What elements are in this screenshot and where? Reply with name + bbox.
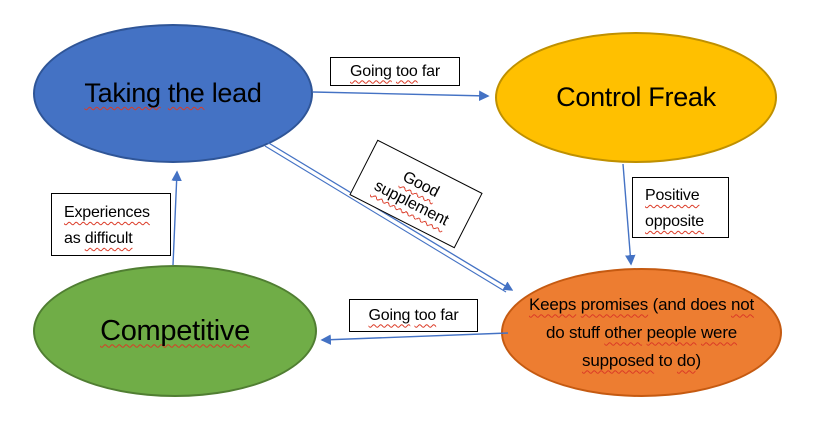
misspelled-word: Competitive xyxy=(100,314,250,347)
node-competitive[interactable]: Competitive xyxy=(33,265,317,397)
node-taking-the-lead[interactable]: Taking the lead xyxy=(33,24,313,163)
misspelled-word: too xyxy=(395,62,418,80)
label-positive-opposite-line-1: Positive xyxy=(645,183,728,209)
arrow-controlfreak-to-keepspromises xyxy=(622,163,636,266)
keeps-promises-line-2: do stuff other people were xyxy=(529,319,754,347)
misspelled-word: difficult xyxy=(84,230,133,247)
keeps-promises-line-3: supposed to do) xyxy=(529,347,754,375)
word: far xyxy=(436,306,459,324)
label-positive-opposite-line-2: opposite xyxy=(645,209,728,235)
word: lead xyxy=(204,78,262,108)
arrow-keepspromises-to-competitive xyxy=(320,332,509,345)
misspelled-word: do xyxy=(676,350,696,370)
misspelled-word: Keeps xyxy=(528,294,577,314)
arrow-competitive-to-lead xyxy=(171,170,182,266)
misspelled-word: too xyxy=(414,306,437,324)
label-going-too-far-bottom-text: Going too far xyxy=(369,307,459,325)
word: as xyxy=(64,230,85,247)
arrow-lead-to-keepspromises xyxy=(266,141,514,291)
misspelled-word: Taking xyxy=(84,78,161,108)
keeps-promises-line-1: Keeps promises (and does not xyxy=(529,291,754,319)
word: do stuff xyxy=(545,322,605,342)
word: far xyxy=(417,62,440,80)
misspelled-word: Positive xyxy=(645,187,700,204)
misspelled-word: promises xyxy=(580,294,649,314)
misspelled-word: not xyxy=(730,294,754,314)
label-experiences-as-difficult[interactable]: Experiences as difficult xyxy=(51,193,171,256)
node-competitive-label: Competitive xyxy=(100,315,250,348)
arrow-lead-to-keepspromises-second-line xyxy=(264,145,507,293)
node-control-freak[interactable]: Control Freak xyxy=(495,32,777,163)
word: ) xyxy=(695,350,702,370)
word: (and does xyxy=(648,294,731,314)
misspelled-word: Going xyxy=(350,62,392,80)
node-control-freak-label: Control Freak xyxy=(556,82,716,113)
label-experiences-line-2: as difficult xyxy=(64,226,170,252)
misspelled-word: other xyxy=(604,322,643,342)
label-positive-opposite[interactable]: Positive opposite xyxy=(632,177,729,238)
arrow-lead-to-controlfreak xyxy=(312,90,490,102)
word: Control Freak xyxy=(556,82,716,112)
node-keeps-promises[interactable]: Keeps promises (and does not do stuff ot… xyxy=(501,268,782,397)
node-taking-the-lead-label: Taking the lead xyxy=(84,78,261,109)
misspelled-word: supposed xyxy=(582,350,655,370)
misspelled-word: opposite xyxy=(645,213,704,230)
misspelled-word: Going xyxy=(368,306,411,324)
misspelled-word: were xyxy=(700,322,738,342)
misspelled-word: Experiences xyxy=(64,204,150,221)
word: to xyxy=(654,350,677,370)
label-going-too-far-top-text: Going too far xyxy=(350,63,440,81)
label-going-too-far-top[interactable]: Going too far xyxy=(330,57,460,86)
node-keeps-promises-label: Keeps promises (and does not do stuff ot… xyxy=(529,291,754,375)
misspelled-word: the xyxy=(167,78,205,108)
label-going-too-far-bottom[interactable]: Going too far xyxy=(349,299,478,332)
label-experiences-line-1: Experiences xyxy=(64,200,170,226)
misspelled-word: people xyxy=(646,322,697,342)
